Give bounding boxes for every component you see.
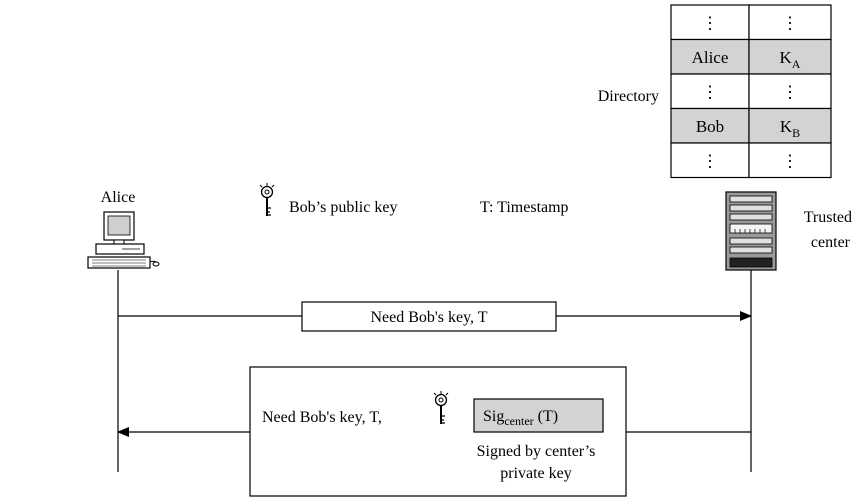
directory-key-cell: ⋮ — [782, 151, 799, 170]
trusted-center-label-line1: Trusted — [804, 209, 852, 226]
request-message-box — [301, 301, 557, 332]
directory-row: ⋮⋮ — [670, 4, 832, 41]
directory-name-cell: Alice — [692, 48, 729, 67]
directory-label: Directory — [598, 88, 659, 105]
timestamp-legend-label: T: Timestamp — [480, 199, 569, 216]
trusted-center-label-line2: center — [811, 234, 851, 251]
request-message-text: Need Bob's key, T — [370, 309, 487, 326]
directory-row: Alice KA — [670, 38, 832, 75]
response-message: Need Bob's key, T, Sigcenter (T) Signed … — [117, 366, 751, 497]
alice-label: Alice — [101, 189, 136, 206]
directory-key-cell: KA — [780, 48, 801, 71]
public-key-legend-label: Bob’s public key — [289, 199, 397, 216]
directory-row: Bob KB — [670, 107, 832, 144]
signed-note-line1: Signed by center’s — [477, 443, 596, 460]
directory-name-cell: ⋮ — [702, 13, 719, 32]
computer-icon — [87, 211, 160, 269]
signature-text: Sigcenter (T) — [483, 408, 558, 428]
directory-name-cell: ⋮ — [702, 82, 719, 101]
directory-key-cell: KB — [780, 117, 800, 140]
directory-row: ⋮⋮ — [670, 73, 832, 110]
directory-name-cell: ⋮ — [702, 151, 719, 170]
directory-key-cell: ⋮ — [782, 82, 799, 101]
directory-name-cell: Bob — [696, 117, 724, 136]
directory-key-cell: ⋮ — [782, 13, 799, 32]
signed-note-line2: private key — [500, 465, 572, 482]
server-icon — [725, 191, 777, 271]
directory-row: ⋮⋮ — [670, 142, 832, 179]
response-message-text: Need Bob's key, T, — [262, 409, 382, 426]
public-key-legend-icon — [259, 182, 275, 217]
signature-box — [473, 398, 604, 433]
request-message: Need Bob's key, T — [118, 301, 752, 332]
